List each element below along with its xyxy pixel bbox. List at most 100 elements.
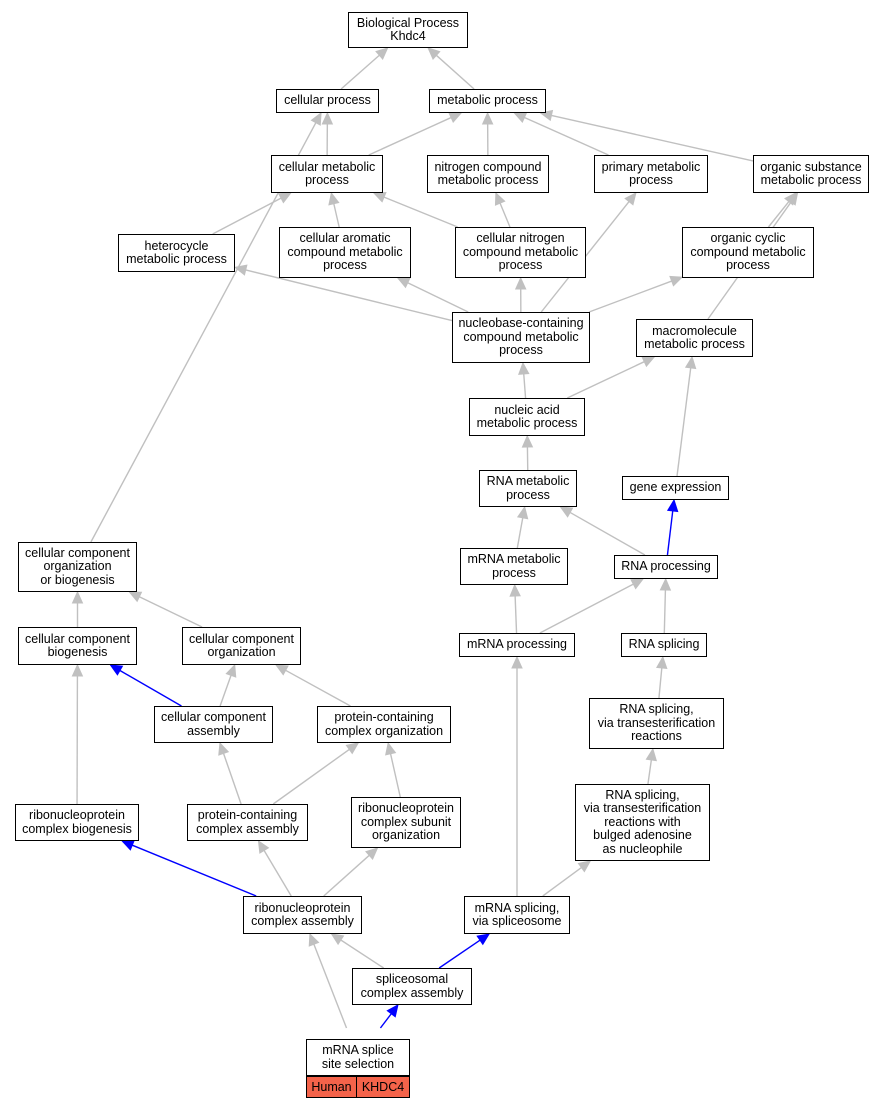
node-ribonucleoprotein-complex-biogenesis: ribonucleoprotein complex biogenesis (15, 804, 139, 841)
edge-cellular_metabolic_process-to-cellular_process (321, 111, 334, 156)
node-cellular-component-organization-or-biogenesis: cellular component organization or bioge… (18, 542, 137, 592)
node-protein-containing-complex-assembly: protein-containing complex assembly (187, 804, 308, 841)
arrowhead-icon (559, 506, 574, 518)
edge-rna_metabolic_process-to-nucleic_acid_metabolic_process (521, 434, 534, 471)
arrowhead-icon (511, 655, 523, 669)
edge-mrna_splice_site_selection-to-spliceosomal_complex_assembly (379, 1004, 399, 1029)
node-rna-processing: RNA processing (614, 555, 718, 579)
edge-line (514, 595, 518, 634)
edge-line (767, 201, 790, 228)
arrowhead-icon (386, 1004, 399, 1018)
edge-line (379, 1013, 392, 1029)
edge-rna_processing-to-gene_expression (666, 498, 679, 556)
arrowhead-icon (509, 583, 521, 597)
edge-ribonucleoprotein_complex_assembly-to-ribonucleoprotein_complex_subunit_organization (323, 847, 379, 897)
node-metabolic-process: metabolic process (429, 89, 546, 113)
node-mrna-splicing-via-spliceosome: mRNA splicing, via spliceosome (464, 896, 570, 934)
arrowhead-icon (624, 192, 637, 206)
edge-ribonucleoprotein_complex_assembly-to-protein_containing_complex_assembly (257, 839, 292, 897)
node-organic-cyclic-compound-metabolic-process: organic cyclic compound metabolic proces… (682, 227, 814, 278)
edge-line (340, 54, 380, 90)
arrowhead-icon (310, 111, 322, 126)
edge-ribonucleoprotein_complex_subunit_organization-to-protein_containing_complex_organization (385, 741, 401, 798)
edge-cellular_component_assembly-to-cellular_component_biogenesis (109, 664, 182, 707)
edge-rna_splicing_transesterification-to-rna_splicing (656, 655, 668, 699)
edge-nitrogen_compound_metabolic_process-to-metabolic_process (481, 111, 494, 156)
arrowhead-icon (514, 276, 527, 290)
edge-line (263, 850, 292, 897)
edge-cellular_nitrogen_compound_metabolic_process-to-cellular_metabolic_process (372, 191, 458, 228)
node-nucleobase-containing-compound-metabolic-process: nucleobase-containing compound metabolic… (452, 312, 590, 363)
arrowhead-icon (684, 355, 697, 370)
node-cellular-component-organization: cellular component organization (182, 627, 301, 665)
edge-mrna_splicing_via_spliceosome-to-rna_splicing_bulged_adenosine (542, 860, 592, 897)
edge-line (119, 669, 182, 707)
arrowhead-icon (516, 505, 529, 520)
edge-line (222, 753, 242, 805)
node-protein-containing-complex-organization: protein-containing complex organization (317, 706, 451, 743)
arrowhead-icon (120, 840, 135, 851)
edge-nucleobase_containing_compound_metabolic_process-to-cellular_aromatic_compound_metabolic_process (396, 277, 469, 313)
node-cellular-metabolic-process: cellular metabolic process (271, 155, 383, 193)
edge-line (383, 196, 458, 228)
edge-nucleic_acid_metabolic_process-to-nucleobase_containing_compound_metabolic_process (518, 361, 530, 399)
node-heterocycle-metabolic-process: heterocycle metabolic process (118, 234, 235, 272)
arrowhead-icon (513, 112, 528, 123)
arrowhead-icon (659, 577, 672, 591)
edge-mrna_processing-to-rna_processing (539, 578, 645, 634)
node-rna-splicing: RNA splicing (621, 633, 707, 657)
node-spliceosomal-complex-assembly: spliceosomal complex assembly (352, 968, 472, 1005)
arrowhead-icon (521, 434, 534, 448)
node-nucleic-acid-metabolic-process: nucleic acid metabolic process (469, 398, 585, 436)
edge-line (368, 116, 452, 156)
edge-line (340, 939, 385, 969)
arrowhead-icon (330, 933, 345, 946)
arrowhead-icon (645, 747, 658, 762)
edge-line (676, 367, 692, 477)
edge-ribonucleoprotein_complex_biogenesis-to-cellular_component_biogenesis (71, 663, 84, 805)
edge-line (539, 583, 634, 634)
edge-heterocycle_metabolic_process-to-cellular_metabolic_process (212, 192, 292, 235)
arrowhead-icon (308, 932, 320, 947)
arrowhead-icon (666, 498, 679, 513)
node-mrna-processing: mRNA processing (459, 633, 575, 657)
arrowhead-icon (656, 655, 668, 669)
node-gene-expression: gene expression (622, 476, 729, 500)
edge-gene_expression-to-macromolecule_metabolic_process (676, 355, 697, 477)
arrowhead-icon (128, 591, 143, 603)
arrowhead-icon (669, 275, 684, 287)
edge-line (516, 517, 524, 549)
node-ribonucleoprotein-complex-subunit-organization: ribonucleoprotein complex subunit organi… (351, 797, 461, 848)
node-cellular-component-biogenesis: cellular component biogenesis (18, 627, 137, 665)
arrowhead-icon (518, 361, 530, 375)
edge-line (407, 282, 469, 313)
edge-cellular_aromatic_compound_metabolic_process-to-cellular_metabolic_process (328, 191, 340, 228)
edge-line (569, 511, 646, 556)
arrowhead-icon (345, 742, 360, 755)
edge-line (389, 753, 401, 798)
edge-protein_containing_complex_organization-to-cellular_component_organization (274, 664, 351, 707)
arrowhead-icon (427, 47, 441, 60)
arrowhead-icon (385, 741, 397, 756)
edge-line (132, 844, 257, 897)
edge-mrna_processing-to-mrna_metabolic_process (509, 583, 521, 634)
edge-cellular_component_assembly-to-cellular_component_organization (219, 663, 237, 707)
edge-line (219, 675, 232, 707)
edge-rna_splicing-to-rna_processing (659, 577, 672, 634)
edge-metabolic_process-to-biological_process (427, 47, 475, 90)
edge-mrna_metabolic_process-to-rna_metabolic_process (516, 505, 529, 549)
arrowhead-icon (71, 663, 84, 677)
edge-line (666, 510, 674, 556)
node-macromolecule-metabolic-process: macromolecule metabolic process (636, 319, 753, 357)
arrowhead-icon (218, 741, 230, 756)
edge-organic_substance_metabolic_process-to-metabolic_process (539, 109, 754, 162)
arrowhead-icon (577, 860, 592, 873)
node-organic-substance-metabolic-process: organic substance metabolic process (753, 155, 869, 193)
edge-line (245, 269, 453, 322)
arrowhead-icon (257, 839, 270, 854)
edge-line (647, 759, 653, 785)
arrowhead-icon (476, 933, 491, 946)
edge-line (542, 866, 582, 897)
